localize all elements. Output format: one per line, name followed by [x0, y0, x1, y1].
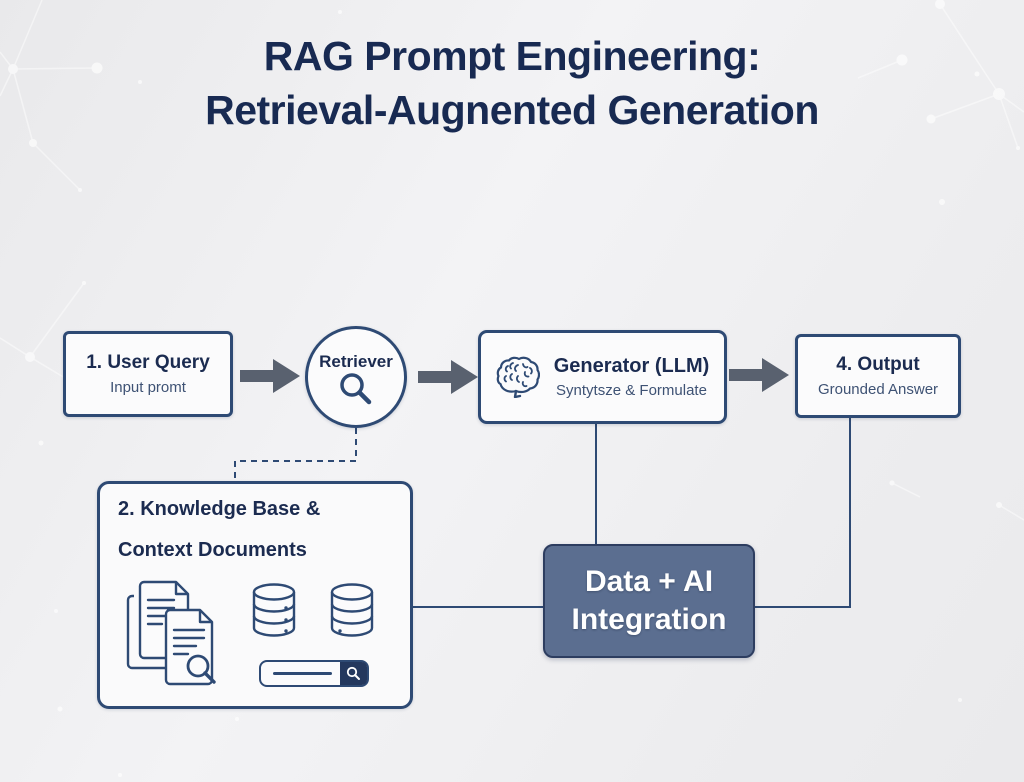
- retriever-to-knowledge-dashed-line: [234, 428, 357, 480]
- retriever-label: Retriever: [319, 352, 393, 371]
- knowledge-base-box: 2. Knowledge Base & Context Documents: [97, 481, 413, 709]
- title-line-1: RAG Prompt Engineering:: [263, 33, 761, 79]
- brain-icon: [496, 356, 540, 398]
- output-box: 4. Output Grounded Answer: [795, 334, 961, 418]
- output-title: 4. Output: [836, 354, 920, 375]
- generator-subtitle: Syntytsze & Formulate: [556, 382, 707, 399]
- arrow-right-icon: [729, 358, 789, 392]
- generator-box: Generator (LLM) Syntytsze & Formulate: [478, 330, 727, 424]
- title-line-2: Retrieval-Augnented Generation: [205, 87, 819, 133]
- generator-title: Generator (LLM): [553, 355, 710, 377]
- search-bar-button: [340, 662, 367, 685]
- integration-to-output-line: [755, 412, 851, 608]
- search-icon: [346, 666, 360, 680]
- arrow-right-icon: [240, 359, 300, 393]
- knowledge-base-title-line-2: Context Documents: [118, 539, 307, 561]
- user-query-subtitle: Input promt: [110, 379, 186, 396]
- search-bar-text-line: [273, 672, 332, 675]
- arrow-right-icon: [418, 360, 478, 394]
- user-query-box: 1. User Query Input promt: [63, 331, 233, 417]
- database-icon: [330, 583, 374, 637]
- search-icon: [340, 373, 372, 405]
- search-bar-icon: [259, 660, 369, 687]
- integration-line-1: Data + AI: [584, 565, 714, 598]
- integration-line-2: Integration: [571, 603, 727, 636]
- user-query-title: 1. User Query: [86, 352, 210, 373]
- data-ai-integration-box: Data + AI Integration: [543, 544, 755, 658]
- retriever-node: Retriever: [305, 326, 407, 428]
- documents-icon: [126, 580, 216, 686]
- page-title: RAG Prompt Engineering: Retrieval-Augnen…: [0, 30, 1024, 138]
- knowledge-base-title-line-1: 2. Knowledge Base &: [118, 498, 321, 520]
- database-icon: [252, 583, 296, 637]
- output-subtitle: Grounded Answer: [817, 381, 939, 398]
